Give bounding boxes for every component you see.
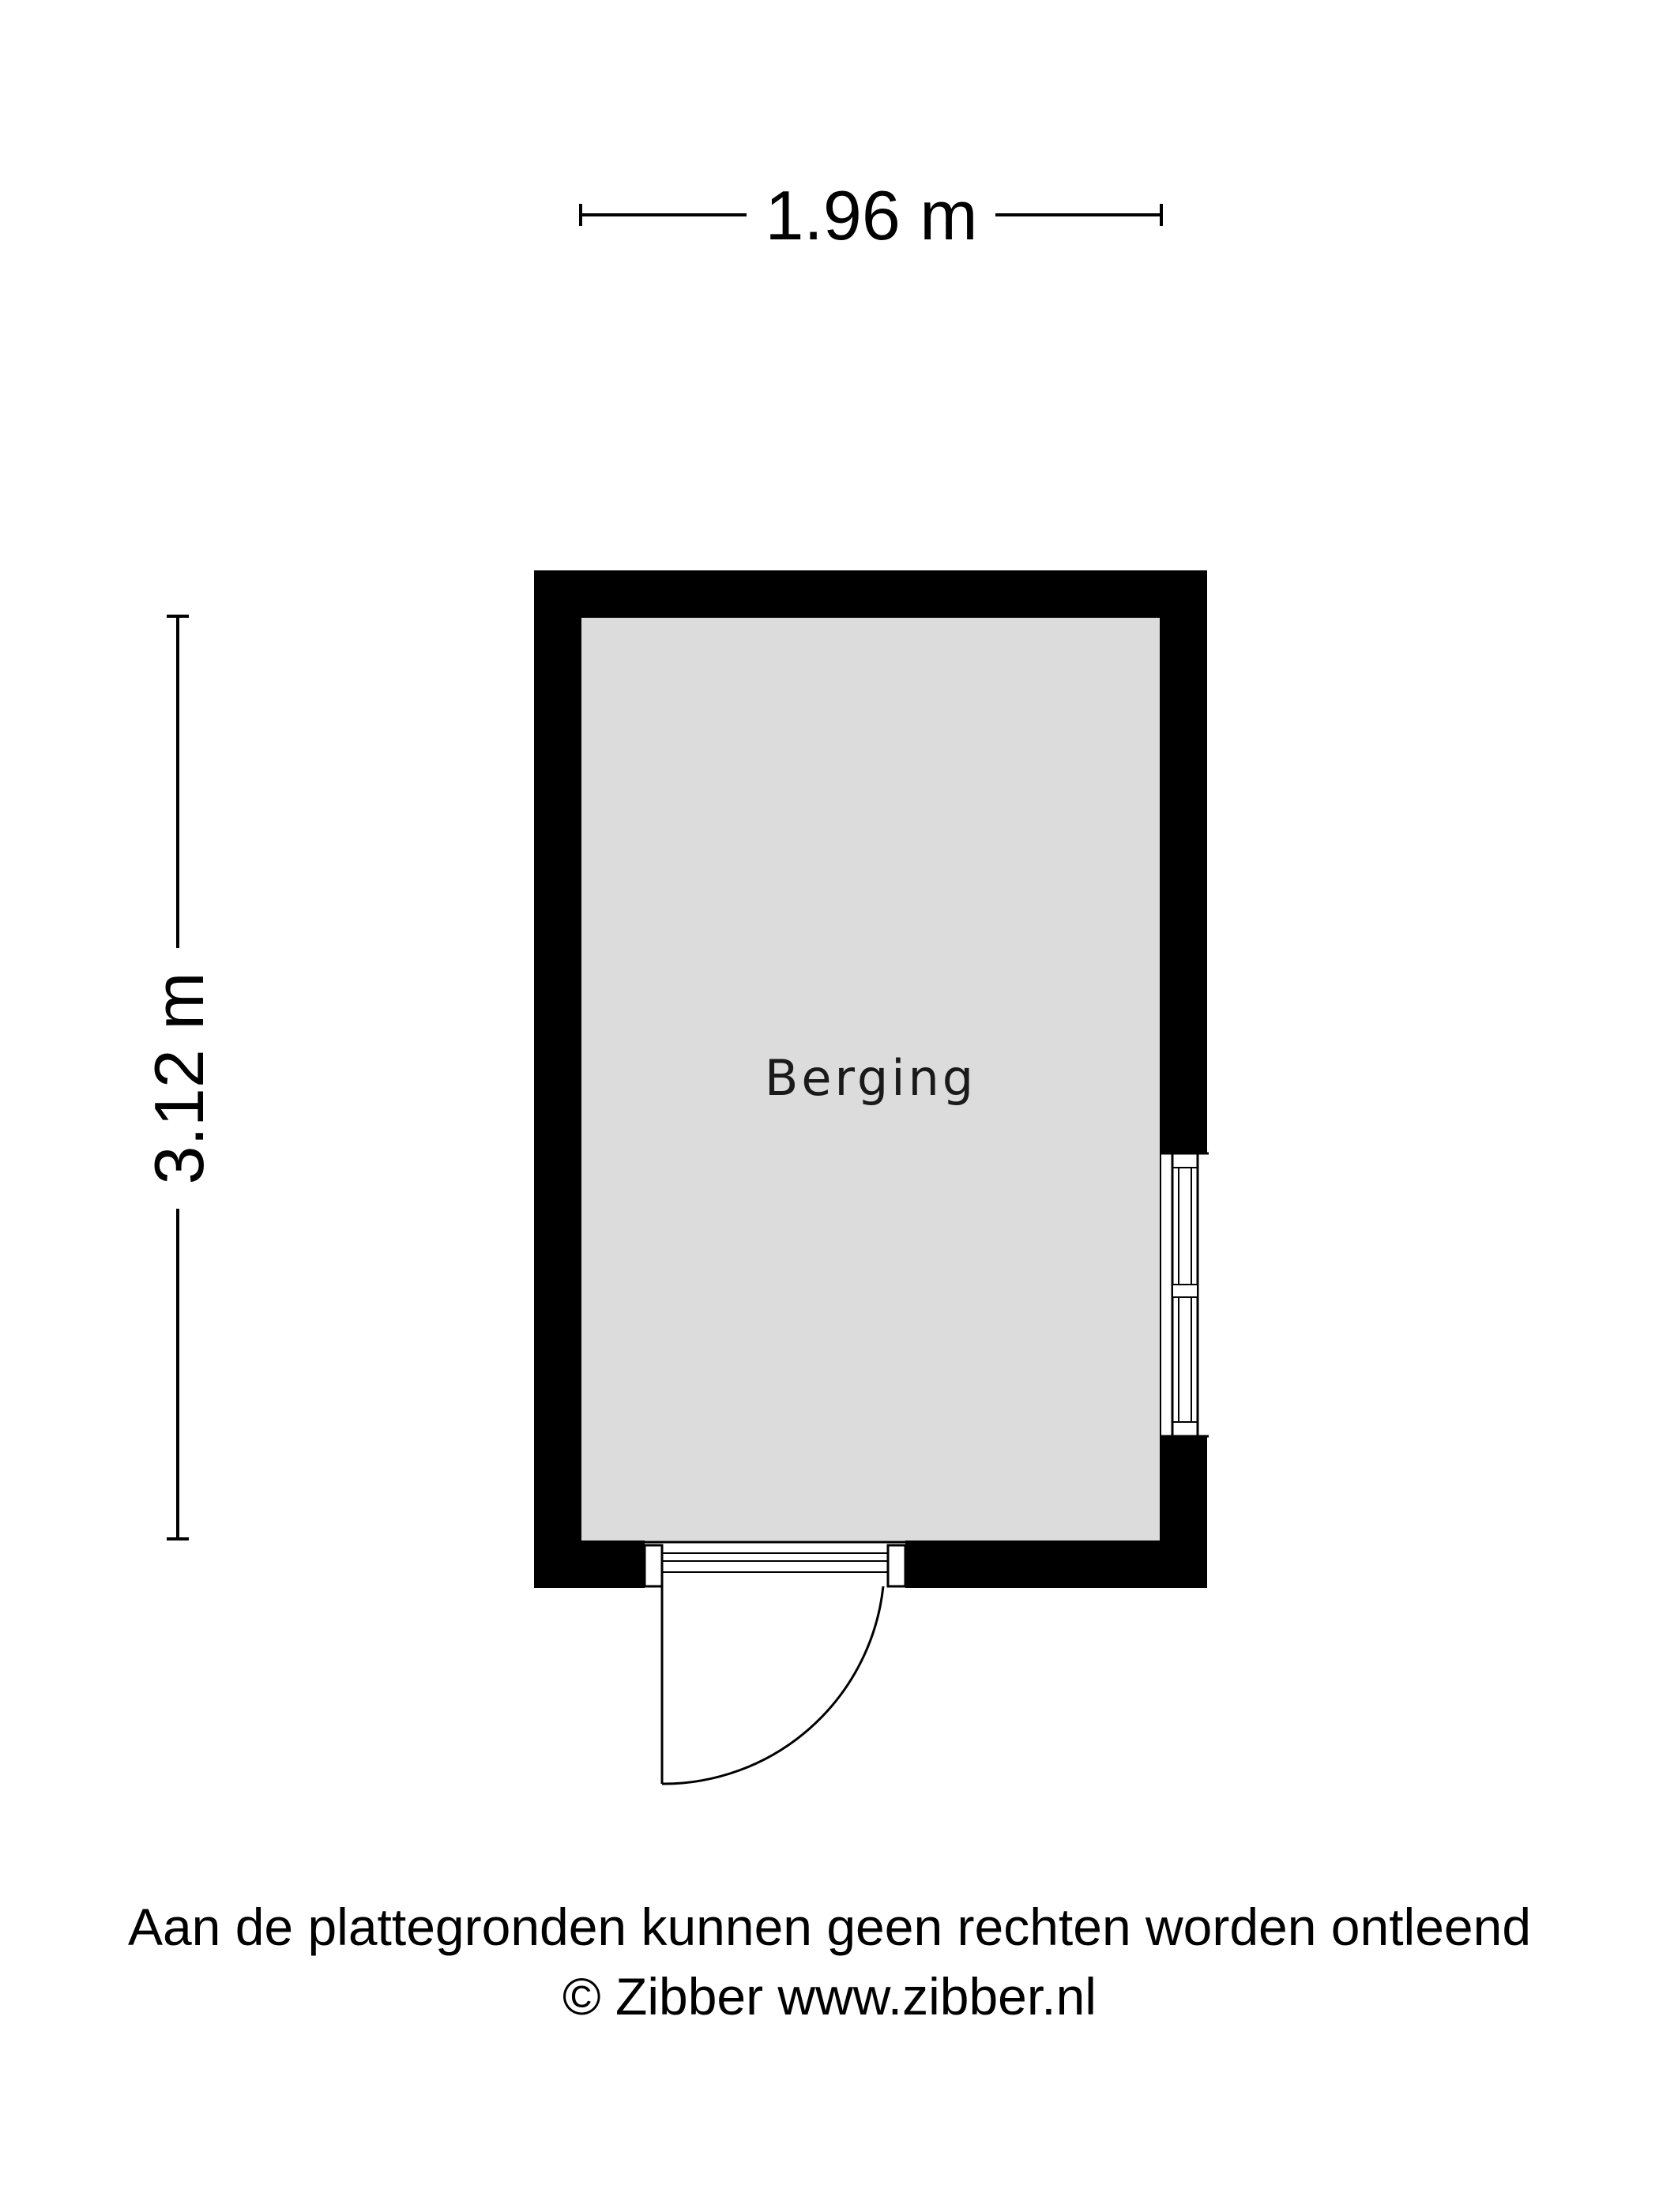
width-dimension: 1.96 m [579,176,1163,254]
room-label: Berging [765,1049,976,1107]
window [1161,1152,1209,1438]
width-label: 1.96 m [765,176,977,254]
height-dimension: 3.12 m [140,615,218,1540]
footer: Aan de plattegronden kunnen geen rechten… [0,1892,1659,2031]
height-label: 3.12 m [140,972,218,1184]
door [643,1540,907,1785]
door-swing-arc [661,1586,885,1785]
room-floor [581,618,1160,1540]
copyright-text: © Zibber www.zibber.nl [562,1967,1097,2026]
disclaimer-text: Aan de plattegronden kunnen geen rechten… [127,1898,1532,1956]
